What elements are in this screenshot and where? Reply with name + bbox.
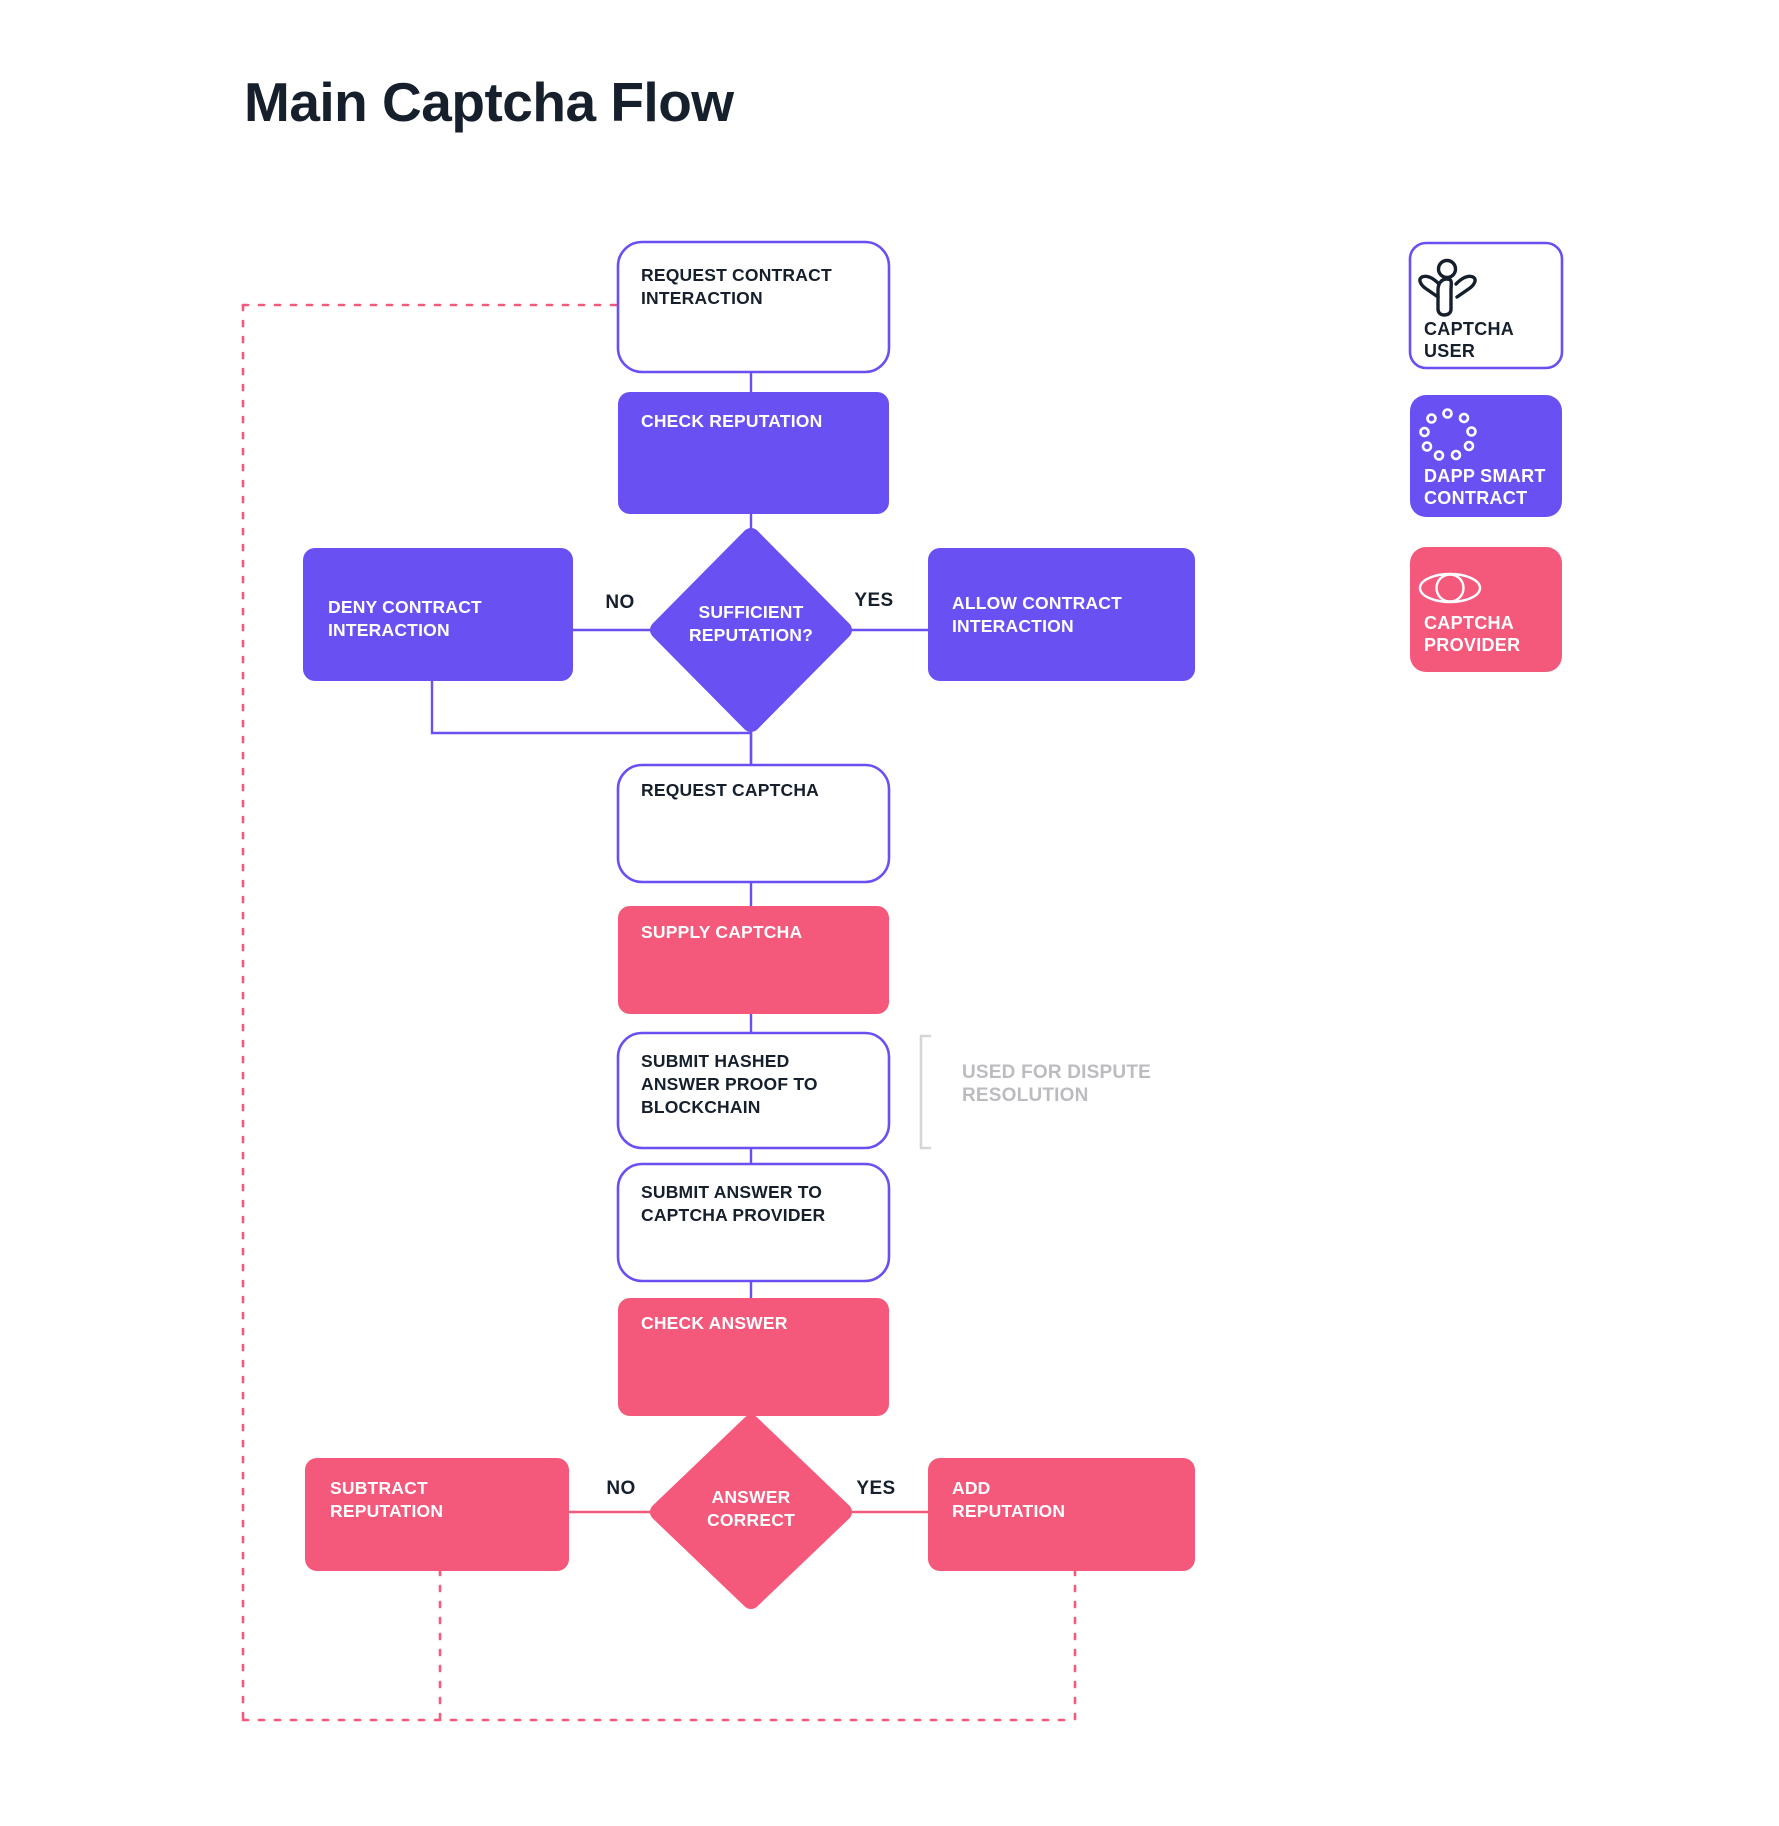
node-add-reputation[interactable]: ADD REPUTATION [928,1458,1195,1571]
legend-item-captcha-provider[interactable]: CAPTCHA PROVIDER [1410,547,1562,672]
branch-label-reputation-yes: YES [854,590,893,611]
node-check-reputation[interactable]: CHECK REPUTATION [618,392,889,514]
node-allow-contract-interaction-line2: INTERACTION [952,616,1074,636]
dispute-label-line2: RESOLUTION [962,1085,1089,1106]
node-request-captcha-label: REQUEST CAPTCHA [641,780,819,800]
legend-item-captcha-user[interactable]: CAPTCHA USER [1408,241,1564,370]
connector-deny-to-request-captcha [430,681,753,765]
node-submit-hashed-line2: ANSWER PROOF TO [641,1074,818,1094]
node-sufficient-reputation-line1: SUFFICIENT [698,602,803,622]
node-request-contract-interaction-line2: INTERACTION [641,288,763,308]
node-check-answer-label: CHECK ANSWER [641,1313,788,1333]
branch-label-answer-no: NO [606,1478,635,1499]
node-deny-contract-interaction-line1: DENY CONTRACT [328,597,482,617]
node-answer-correct-line1: ANSWER [712,1487,791,1507]
node-submit-hashed-line1: SUBMIT HASHED [641,1051,789,1071]
legend-captcha-user-line2: USER [1424,341,1475,361]
node-deny-contract-interaction-line2: INTERACTION [328,620,450,640]
node-submit-hashed-line3: BLOCKCHAIN [641,1097,761,1117]
node-deny-contract-interaction[interactable]: DENY CONTRACT INTERACTION [303,548,573,681]
node-subtract-reputation-line2: REPUTATION [330,1501,443,1521]
legend-captcha-provider-line2: PROVIDER [1424,635,1520,655]
node-supply-captcha-label: SUPPLY CAPTCHA [641,922,802,942]
node-allow-contract-interaction-line1: ALLOW CONTRACT [952,593,1122,613]
node-submit-answer-line2: CAPTCHA PROVIDER [641,1205,826,1225]
node-request-captcha[interactable]: REQUEST CAPTCHA [616,763,891,884]
node-answer-correct-line2: CORRECT [707,1510,795,1530]
node-sufficient-reputation-decision[interactable]: SUFFICIENT REPUTATION? [650,528,852,732]
legend-captcha-provider-line1: CAPTCHA [1424,613,1514,633]
legend-dapp-smart-contract-line1: DAPP SMART [1424,466,1546,486]
node-subtract-reputation-line1: SUBTRACT [330,1478,428,1498]
person-icon [1418,258,1477,317]
node-allow-contract-interaction[interactable]: ALLOW CONTRACT INTERACTION [928,548,1195,681]
legend-item-dapp-smart-contract[interactable]: DAPP SMART CONTRACT [1410,395,1562,517]
node-submit-answer-line1: SUBMIT ANSWER TO [641,1182,822,1202]
node-answer-correct-decision[interactable]: ANSWER CORRECT [650,1415,852,1609]
node-check-answer[interactable]: CHECK ANSWER [618,1298,889,1416]
node-supply-captcha[interactable]: SUPPLY CAPTCHA [618,906,889,1014]
eye-icon [1418,572,1482,604]
dots-circle-icon [1419,408,1477,461]
branch-label-answer-yes: YES [856,1478,895,1499]
flow-connectors [430,371,928,1514]
branch-label-reputation-no: NO [605,592,634,613]
node-subtract-reputation[interactable]: SUBTRACT REPUTATION [305,1458,569,1571]
page-title: Main Captcha Flow [244,71,734,133]
node-request-contract-interaction-line1: REQUEST CONTRACT [641,265,832,285]
dispute-label-line1: USED FOR DISPUTE [962,1062,1151,1083]
dispute-resolution-bracket: USED FOR DISPUTE RESOLUTION [919,1034,1151,1150]
node-add-reputation-line2: REPUTATION [952,1501,1065,1521]
legend-captcha-user-line1: CAPTCHA [1424,319,1514,339]
node-request-contract-interaction[interactable]: REQUEST CONTRACT INTERACTION [616,240,891,374]
legend-dapp-smart-contract-line2: CONTRACT [1424,488,1527,508]
node-submit-answer-to-provider[interactable]: SUBMIT ANSWER TO CAPTCHA PROVIDER [616,1162,891,1283]
node-submit-hashed-answer-proof[interactable]: SUBMIT HASHED ANSWER PROOF TO BLOCKCHAIN [616,1031,891,1150]
node-add-reputation-line1: ADD [952,1478,991,1498]
feedback-loop-lines [241,303,1077,1722]
node-sufficient-reputation-line2: REPUTATION? [689,625,813,645]
node-check-reputation-label: CHECK REPUTATION [641,411,822,431]
